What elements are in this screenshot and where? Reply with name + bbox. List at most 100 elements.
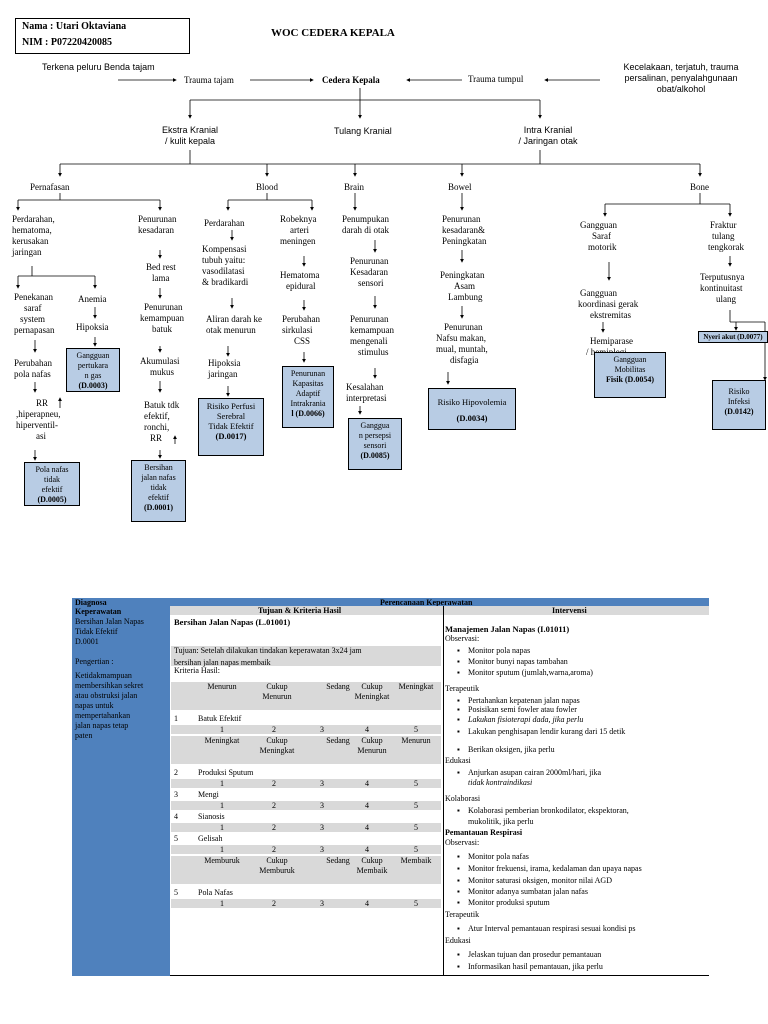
header-diagnosa: Diagnosa bbox=[75, 598, 107, 607]
obs-item-3: Monitor sputum (jumlah,warna,aroma) bbox=[457, 668, 593, 678]
score-number: 2 bbox=[272, 779, 276, 788]
score-number: 4 bbox=[365, 845, 369, 854]
score-number: 5 bbox=[414, 845, 418, 854]
criteria-mengi-label: Mengi bbox=[198, 790, 219, 799]
scale-label: Sedang bbox=[326, 736, 350, 745]
score-number: 2 bbox=[272, 845, 276, 854]
score-row-bg bbox=[171, 899, 441, 908]
score-number: 1 bbox=[220, 823, 224, 832]
tujuan-text-2: bersihan jalan napas membaik bbox=[174, 658, 271, 667]
score-number: 3 bbox=[320, 845, 324, 854]
score-number: 4 bbox=[365, 899, 369, 908]
criteria-mengi-no: 3 bbox=[174, 790, 178, 799]
ekstra-kranial: Ekstra Kranial/ kulit kepala bbox=[161, 125, 219, 146]
intra-kranial: Intra Kranial/ Jaringan otak bbox=[518, 125, 578, 146]
kol-item-1: Kolaborasi pemberian bronkodilator, eksp… bbox=[457, 806, 629, 816]
edu-item-1b: tidak kontraindikasi bbox=[468, 778, 533, 787]
score-number: 2 bbox=[272, 823, 276, 832]
flow-connectors bbox=[16, 78, 767, 461]
pem-edu-2: Informasikan hasil pemantauan, jika perl… bbox=[457, 962, 603, 972]
kol-item-1b: mukolitik, jika perlu bbox=[468, 817, 534, 826]
score-row-bg bbox=[171, 823, 441, 832]
ter-item-5: Berikan oksigen, jika perlu bbox=[457, 745, 555, 755]
scale-label: Sedang bbox=[326, 856, 350, 865]
obs-item-1: Monitor pola napas bbox=[457, 646, 530, 656]
scale-label: Cukup Menurun bbox=[262, 682, 292, 701]
scale-label: Cukup Menurun bbox=[357, 736, 387, 755]
score-number: 4 bbox=[365, 725, 369, 734]
dx-nyeri-akut: Nyeri akut (D.0077) bbox=[698, 331, 768, 343]
criteria-gelisah-label: Gelisah bbox=[198, 834, 223, 843]
scale-header-c bbox=[171, 856, 441, 884]
node-perdarahan: Perdarahan bbox=[204, 218, 245, 228]
bone-node: Bone bbox=[690, 182, 709, 192]
score-number: 5 bbox=[414, 779, 418, 788]
int-terapeutik: Terapeutik bbox=[445, 684, 480, 693]
scale-label: Cukup Meningkat bbox=[259, 736, 295, 755]
ter-item-1: Pertahankan kepatenan jalan napas bbox=[457, 696, 580, 706]
criteria-sianosis-label: Sianosis bbox=[198, 812, 225, 821]
blood-node: Blood bbox=[256, 182, 279, 192]
score-number: 5 bbox=[414, 823, 418, 832]
score-row-bg bbox=[171, 725, 441, 734]
pem-obs-4: Monitor adanya sumbatan jalan nafas bbox=[457, 887, 588, 897]
pem-obs-5: Monitor produksi sputum bbox=[457, 898, 550, 908]
trauma-tajam: Trauma tajam bbox=[184, 75, 234, 85]
obs-item-2: Monitor bunyi napas tambahan bbox=[457, 657, 568, 667]
int-title: Manajemen Jalan Napas (I.01011) bbox=[445, 624, 570, 634]
scale-header-a bbox=[171, 682, 441, 710]
score-number: 2 bbox=[272, 725, 276, 734]
score-number: 3 bbox=[320, 801, 324, 810]
score-row-bg bbox=[171, 801, 441, 810]
score-number: 3 bbox=[320, 899, 324, 908]
criteria-gelisah-no: 5 bbox=[174, 834, 178, 843]
header-keperawatan: Keperawatan bbox=[75, 607, 122, 616]
criteria-batuk-no: 1 bbox=[174, 714, 178, 723]
score-number: 1 bbox=[220, 779, 224, 788]
pem-ter-1: Atur Interval pemantauan respirasi sesua… bbox=[457, 924, 635, 934]
scale-label: Meningkat bbox=[398, 682, 434, 691]
pem-title: Pemantauan Respirasi bbox=[445, 828, 523, 837]
scale-label: Membaik bbox=[400, 856, 432, 865]
ter-item-2: Posisikan semi fowler atau fowler bbox=[457, 705, 577, 715]
score-number: 5 bbox=[414, 899, 418, 908]
identity-box bbox=[15, 18, 190, 54]
score-number: 4 bbox=[365, 823, 369, 832]
score-number: 1 bbox=[220, 801, 224, 810]
ter-item-3: Lakukan fisioterapi dada, jika perlu bbox=[457, 715, 583, 725]
cause-sharp-object: Terkena peluru Benda tajam bbox=[42, 62, 155, 72]
criteria-sputum-no: 2 bbox=[174, 768, 178, 777]
bowel-node: Bowel bbox=[448, 182, 472, 192]
pem-edukasi: Edukasi bbox=[445, 936, 471, 945]
criteria-batuk-label: Batuk Efektif bbox=[198, 714, 242, 723]
plan-header-row bbox=[170, 598, 709, 606]
name-line: Nama : Utari Oktaviana bbox=[22, 21, 127, 32]
header-tujuan: Tujuan & Kriteria Hasil bbox=[258, 606, 342, 615]
tujuan-text-1: Tujuan: Setelah dilakukan tindakan keper… bbox=[174, 646, 362, 655]
score-row-bg bbox=[171, 779, 441, 788]
nim-line: NIM : P07220420085 bbox=[22, 37, 112, 48]
pem-edu-1: Jelaskan tujuan dan prosedur pemantauan bbox=[457, 950, 601, 960]
header-perencanaan: Perencanaan Keperawatan bbox=[380, 598, 473, 607]
ter-item-4: Lakukan penghisapan lendir kurang dari 1… bbox=[457, 727, 625, 737]
node-hipoksia: Hipoksia bbox=[76, 322, 109, 332]
criteria-pola-nafas-label: Pola Nafas bbox=[198, 888, 233, 897]
node-rr-hiperapneu: RR,hiperapneu,hiperventil-asi bbox=[16, 398, 61, 441]
criteria-sianosis-no: 4 bbox=[174, 812, 178, 821]
score-number: 4 bbox=[365, 779, 369, 788]
